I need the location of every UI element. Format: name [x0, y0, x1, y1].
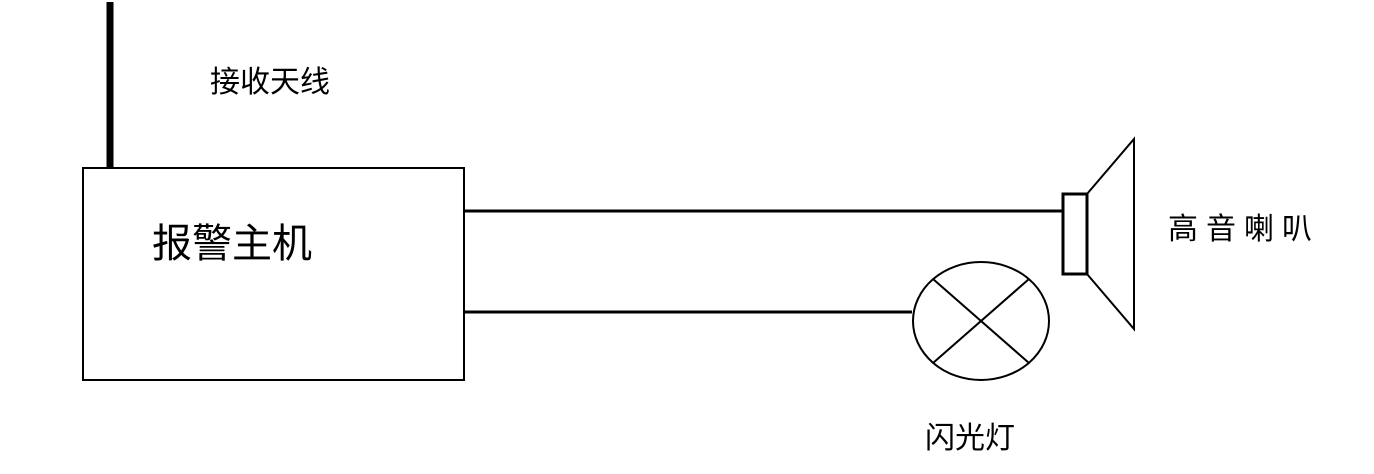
flash-lamp-icon — [912, 261, 1050, 381]
horn-speaker-icon — [1061, 136, 1135, 332]
alarm-host-box — [82, 167, 465, 381]
antenna-label: 接收天线 — [210, 65, 330, 100]
horn-label: 高音喇叭 — [1168, 212, 1320, 247]
alarm-host-label: 报警主机 — [152, 221, 312, 267]
flash-lamp-label: 闪光灯 — [925, 421, 1015, 456]
